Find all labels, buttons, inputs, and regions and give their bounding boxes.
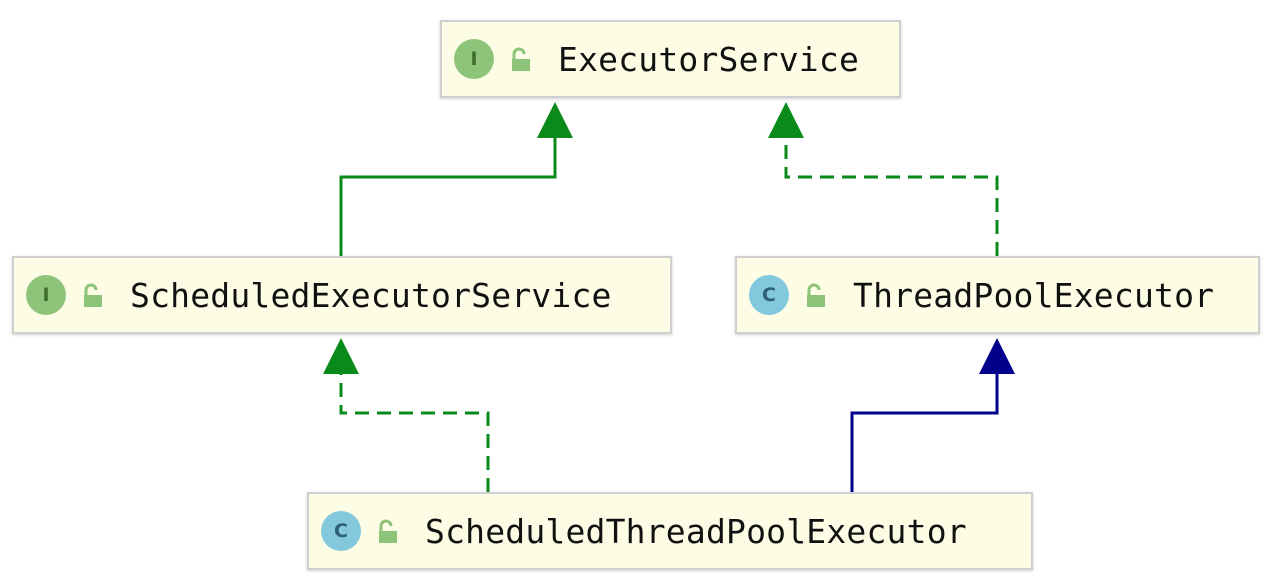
arrowhead — [323, 338, 359, 374]
class-badge-icon: C — [749, 275, 789, 315]
edge-thread-pool-executor-to-executor-service — [768, 102, 999, 256]
unlocked-padlock-icon — [379, 519, 397, 543]
node-thread-pool-executor[interactable]: C ThreadPoolExecutor — [735, 256, 1260, 334]
node-scheduled-thread-pool-executor[interactable]: C ScheduledThreadPoolExecutor — [307, 492, 1033, 570]
arrowhead — [979, 338, 1015, 374]
edge-line — [339, 137, 557, 256]
node-label: ExecutorService — [558, 39, 860, 79]
unlocked-padlock-icon — [807, 283, 825, 307]
interface-badge-icon: I — [454, 39, 494, 79]
edge-line — [339, 374, 490, 492]
node-label: ScheduledThreadPoolExecutor — [425, 511, 967, 551]
node-executor-service[interactable]: I ExecutorService — [440, 20, 901, 98]
edge-scheduled-executor-service-to-executor-service — [339, 102, 573, 256]
node-scheduled-executor-service[interactable]: I ScheduledExecutorService — [12, 256, 672, 334]
edge-line — [850, 374, 999, 492]
node-label: ThreadPoolExecutor — [853, 275, 1215, 315]
node-label: ScheduledExecutorService — [130, 275, 612, 315]
edge-scheduled-thread-pool-executor-to-scheduled-executor-service — [323, 338, 490, 492]
edge-line — [784, 137, 999, 256]
arrowhead — [537, 102, 573, 138]
arrowhead — [768, 102, 804, 138]
edge-scheduled-thread-pool-executor-to-thread-pool-executor — [850, 338, 1015, 492]
class-badge-icon: C — [321, 511, 361, 551]
interface-badge-icon: I — [26, 275, 66, 315]
unlocked-padlock-icon — [512, 47, 530, 71]
unlocked-padlock-icon — [84, 283, 102, 307]
